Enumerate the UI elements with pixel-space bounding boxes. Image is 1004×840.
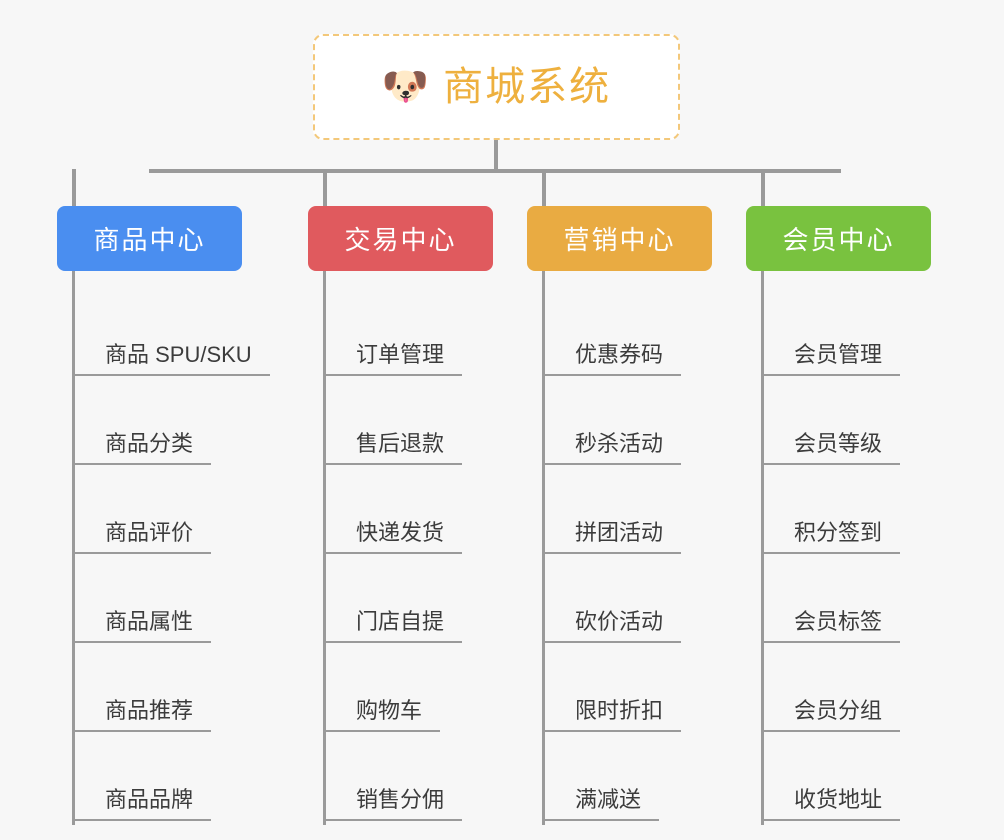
category-bus-connector [149, 169, 841, 173]
category-box-4[interactable]: 会员中心 [746, 206, 931, 271]
leaf-item[interactable]: 收货地址 [761, 736, 901, 825]
leaf-item[interactable]: 优惠券码 [542, 291, 682, 380]
category-drop-connector [761, 169, 765, 208]
leaf-item[interactable]: 购物车 [323, 647, 441, 736]
leaf-item[interactable]: 砍价活动 [542, 558, 682, 647]
leaf-item[interactable]: 限时折扣 [542, 647, 682, 736]
leaf-item[interactable]: 商品属性 [72, 558, 212, 647]
leaf-item[interactable]: 会员分组 [761, 647, 901, 736]
category-trunk-connector [72, 271, 75, 825]
leaf-item-label: 优惠券码 [542, 341, 682, 376]
leaf-item-label: 商品分类 [72, 430, 212, 465]
leaf-item-label: 门店自提 [323, 608, 463, 643]
category-label: 会员中心 [782, 225, 895, 255]
leaf-item-label: 商品品牌 [72, 786, 212, 821]
category-trunk-connector [761, 271, 764, 825]
category-drop-connector [542, 169, 546, 208]
leaf-item[interactable]: 商品评价 [72, 469, 212, 558]
leaf-item-label: 会员等级 [761, 430, 901, 465]
leaf-item-label: 积分签到 [761, 519, 901, 554]
leaf-item[interactable]: 商品分类 [72, 380, 212, 469]
leaf-item[interactable]: 快递发货 [323, 469, 463, 558]
category-label: 交易中心 [344, 225, 457, 255]
leaf-item[interactable]: 满减送 [542, 736, 660, 825]
category-trunk-connector [542, 271, 545, 825]
leaf-item-label: 购物车 [323, 697, 441, 732]
category-box-2[interactable]: 交易中心 [308, 206, 493, 271]
leaf-item[interactable]: 会员等级 [761, 380, 901, 469]
category-drop-connector [72, 169, 76, 208]
category-drop-connector [323, 169, 327, 208]
category-label: 营销中心 [563, 225, 676, 255]
root-title: 商城系统 [443, 65, 612, 109]
leaf-item-label: 满减送 [542, 786, 660, 821]
leaf-item[interactable]: 售后退款 [323, 380, 463, 469]
leaf-item[interactable]: 积分签到 [761, 469, 901, 558]
leaf-item-label: 销售分佣 [323, 786, 463, 821]
leaf-item[interactable]: 会员管理 [761, 291, 901, 380]
leaf-item[interactable]: 商品 SPU/SKU [72, 291, 270, 380]
leaf-item-label: 商品评价 [72, 519, 212, 554]
leaf-item-label: 订单管理 [323, 341, 463, 376]
leaf-item-label: 商品属性 [72, 608, 212, 643]
shiba-dog-icon: 🐶 [381, 66, 430, 108]
leaf-item-label: 拼团活动 [542, 519, 682, 554]
leaf-item-label: 商品推荐 [72, 697, 212, 732]
leaf-item-label: 秒杀活动 [542, 430, 682, 465]
leaf-item[interactable]: 拼团活动 [542, 469, 682, 558]
category-box-3[interactable]: 营销中心 [527, 206, 712, 271]
leaf-item[interactable]: 商品品牌 [72, 736, 212, 825]
leaf-item-label: 会员管理 [761, 341, 901, 376]
leaf-item[interactable]: 销售分佣 [323, 736, 463, 825]
leaf-item-label: 快递发货 [323, 519, 463, 554]
category-label: 商品中心 [93, 225, 206, 255]
leaf-item-label: 售后退款 [323, 430, 463, 465]
leaf-item-label: 收货地址 [761, 786, 901, 821]
leaf-item-label: 限时折扣 [542, 697, 682, 732]
leaf-item[interactable]: 商品推荐 [72, 647, 212, 736]
root-node[interactable]: 🐶 商城系统 [313, 34, 680, 140]
leaf-item-label: 商品 SPU/SKU [72, 341, 270, 376]
leaf-item[interactable]: 会员标签 [761, 558, 901, 647]
leaf-item-label: 砍价活动 [542, 608, 682, 643]
category-box-1[interactable]: 商品中心 [57, 206, 242, 271]
leaf-item-label: 会员标签 [761, 608, 901, 643]
category-trunk-connector [323, 271, 326, 825]
root-stem-connector [494, 140, 498, 171]
leaf-item[interactable]: 订单管理 [323, 291, 463, 380]
leaf-item[interactable]: 门店自提 [323, 558, 463, 647]
leaf-item-label: 会员分组 [761, 697, 901, 732]
leaf-item[interactable]: 秒杀活动 [542, 380, 682, 469]
